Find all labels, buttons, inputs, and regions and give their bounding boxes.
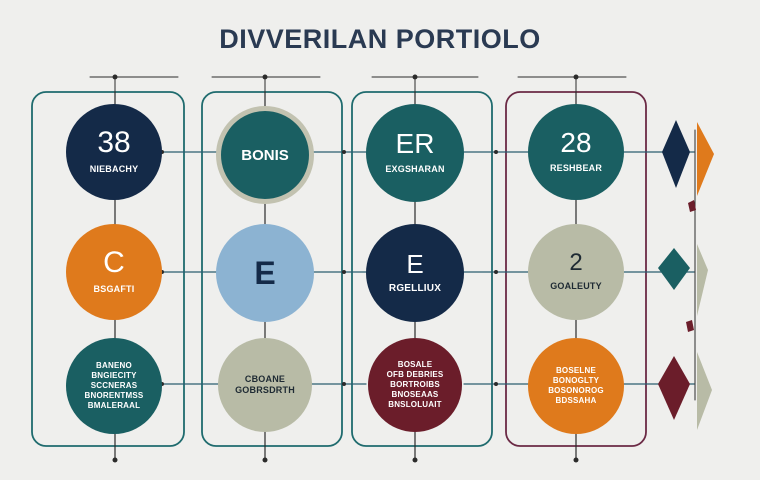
arrow-marker-3-right xyxy=(697,352,712,430)
node-col1-row3: BANENO BNGIECITY SCCNERAS BNORENTMSS BMA… xyxy=(66,338,162,434)
column-frame-2 xyxy=(201,91,343,447)
node-sublabel: BOSALE OFB DEBRIES BORTROIBS BNOSEAAS BN… xyxy=(386,360,444,409)
node-label: 2 xyxy=(569,249,583,277)
node-col1-row2: C BSGAFTI xyxy=(66,224,162,320)
node-col2-row2: E xyxy=(216,224,314,322)
node-sublabel: RESHBEAR xyxy=(549,163,603,174)
arrow-marker-2-right xyxy=(697,244,708,316)
node-col3-row2: E RGELLIUX xyxy=(366,224,464,322)
node-col4-row2: 2 GOALEUTY xyxy=(528,224,624,320)
column-frame-3 xyxy=(351,91,493,447)
node-sublabel: BANENO BNGIECITY SCCNERAS BNORENTMSS BMA… xyxy=(84,361,144,410)
arrow-markers xyxy=(658,120,714,430)
node-col4-row3: BOSELNE BONOGLTY BOSONOROG BDSSAHA xyxy=(528,338,624,434)
node-sublabel: CBOANE GOBRSDRTH xyxy=(235,373,295,395)
node-sublabel: BSGAFTI xyxy=(93,284,135,295)
node-col1-row1: 38 NIEBACHY xyxy=(66,104,162,200)
arrow-marker-1-left xyxy=(662,120,690,188)
arrow-marker-1-right xyxy=(697,122,714,196)
arrow-marker-2-left xyxy=(658,248,690,290)
node-col2-row3: CBOANE GOBRSDRTH xyxy=(218,338,312,432)
node-sublabel: EXGSHARAN xyxy=(385,164,445,175)
node-label: ER xyxy=(395,128,435,160)
node-sublabel: BOSELNE BONOGLTY BOSONOROG BDSSAHA xyxy=(548,366,604,405)
node-label: BONIS xyxy=(241,146,289,164)
node-col3-row3: BOSALE OFB DEBRIES BORTROIBS BNOSEAAS BN… xyxy=(368,338,462,432)
node-label: C xyxy=(103,246,125,280)
node-label: 28 xyxy=(560,127,592,159)
column-frame-1 xyxy=(31,91,185,447)
node-sublabel: GOALEUTY xyxy=(550,281,602,292)
node-label: E xyxy=(254,255,276,291)
node-label: E xyxy=(406,248,424,279)
node-col3-row1: ER EXGSHARAN xyxy=(366,104,464,202)
node-col4-row1: 28 RESHBEAR xyxy=(528,104,624,200)
node-col2-row1: BONIS xyxy=(216,106,314,204)
node-sublabel: NIEBACHY xyxy=(89,164,139,175)
node-sublabel: RGELLIUX xyxy=(388,282,442,294)
node-label: 38 xyxy=(97,126,131,160)
arrow-marker-3-left xyxy=(658,356,690,420)
diagram-title: DIVVERILAN PORTIOLO xyxy=(219,24,541,54)
